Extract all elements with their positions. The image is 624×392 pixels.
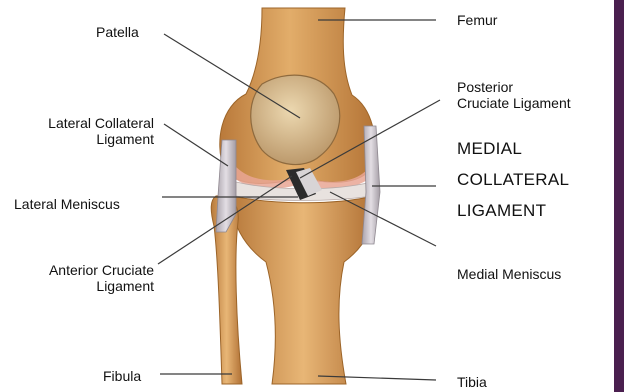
label-posterior-cruciate-ligament: Posterior Cruciate Ligament — [457, 79, 571, 111]
label-lateral-meniscus: Lateral Meniscus — [14, 196, 120, 212]
leader-line-lateral-collateral — [164, 124, 228, 166]
label-patella: Patella — [96, 24, 139, 40]
tibia-shape — [232, 196, 375, 384]
right-edge-bar — [614, 0, 624, 392]
label-lateral-collateral-ligament: Lateral Collateral Ligament — [14, 115, 154, 147]
label-medial-collateral-ligament: MEDIAL COLLATERAL LIGAMENT — [457, 139, 569, 221]
label-tibia: Tibia — [457, 374, 487, 390]
lateral-collateral-ligament-shape — [216, 140, 236, 232]
label-medial-meniscus: Medial Meniscus — [457, 266, 561, 282]
label-anterior-cruciate-ligament: Anterior Cruciate Ligament — [8, 262, 154, 294]
label-femur: Femur — [457, 12, 497, 28]
label-fibula: Fibula — [103, 368, 141, 384]
